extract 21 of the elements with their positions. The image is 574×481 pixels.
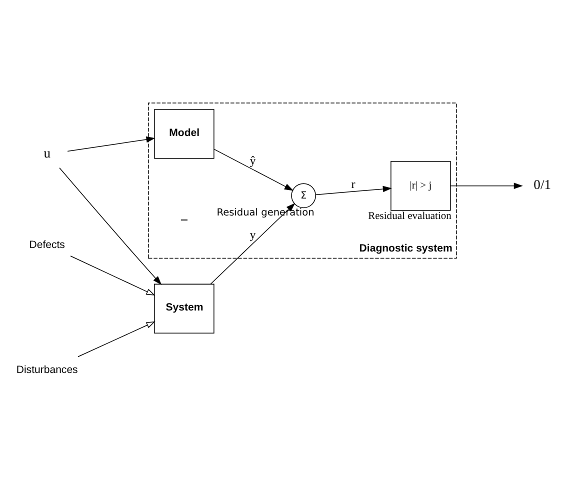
node-box: |r| > j xyxy=(390,161,451,211)
node-label: Residual evaluation xyxy=(368,210,452,222)
node-text: Disturbances xyxy=(16,364,78,376)
arrow xyxy=(214,148,294,191)
arrow xyxy=(70,256,156,296)
edge-label: r xyxy=(351,177,356,191)
node-text: 0/1 xyxy=(534,177,551,192)
arrow xyxy=(78,321,156,358)
edge-label: ŷ xyxy=(250,154,256,168)
node-circle: Σ xyxy=(291,183,316,208)
node-text: Defects xyxy=(29,239,65,252)
arrow xyxy=(210,203,296,285)
arrow xyxy=(450,182,523,190)
arrow xyxy=(59,168,162,285)
arrow xyxy=(315,186,392,196)
node-text: u xyxy=(44,146,50,161)
node-box: System xyxy=(154,284,214,334)
edge-label: y xyxy=(250,227,256,242)
label: − xyxy=(180,212,188,228)
node-box: Model xyxy=(154,109,214,159)
arrow xyxy=(67,136,156,152)
